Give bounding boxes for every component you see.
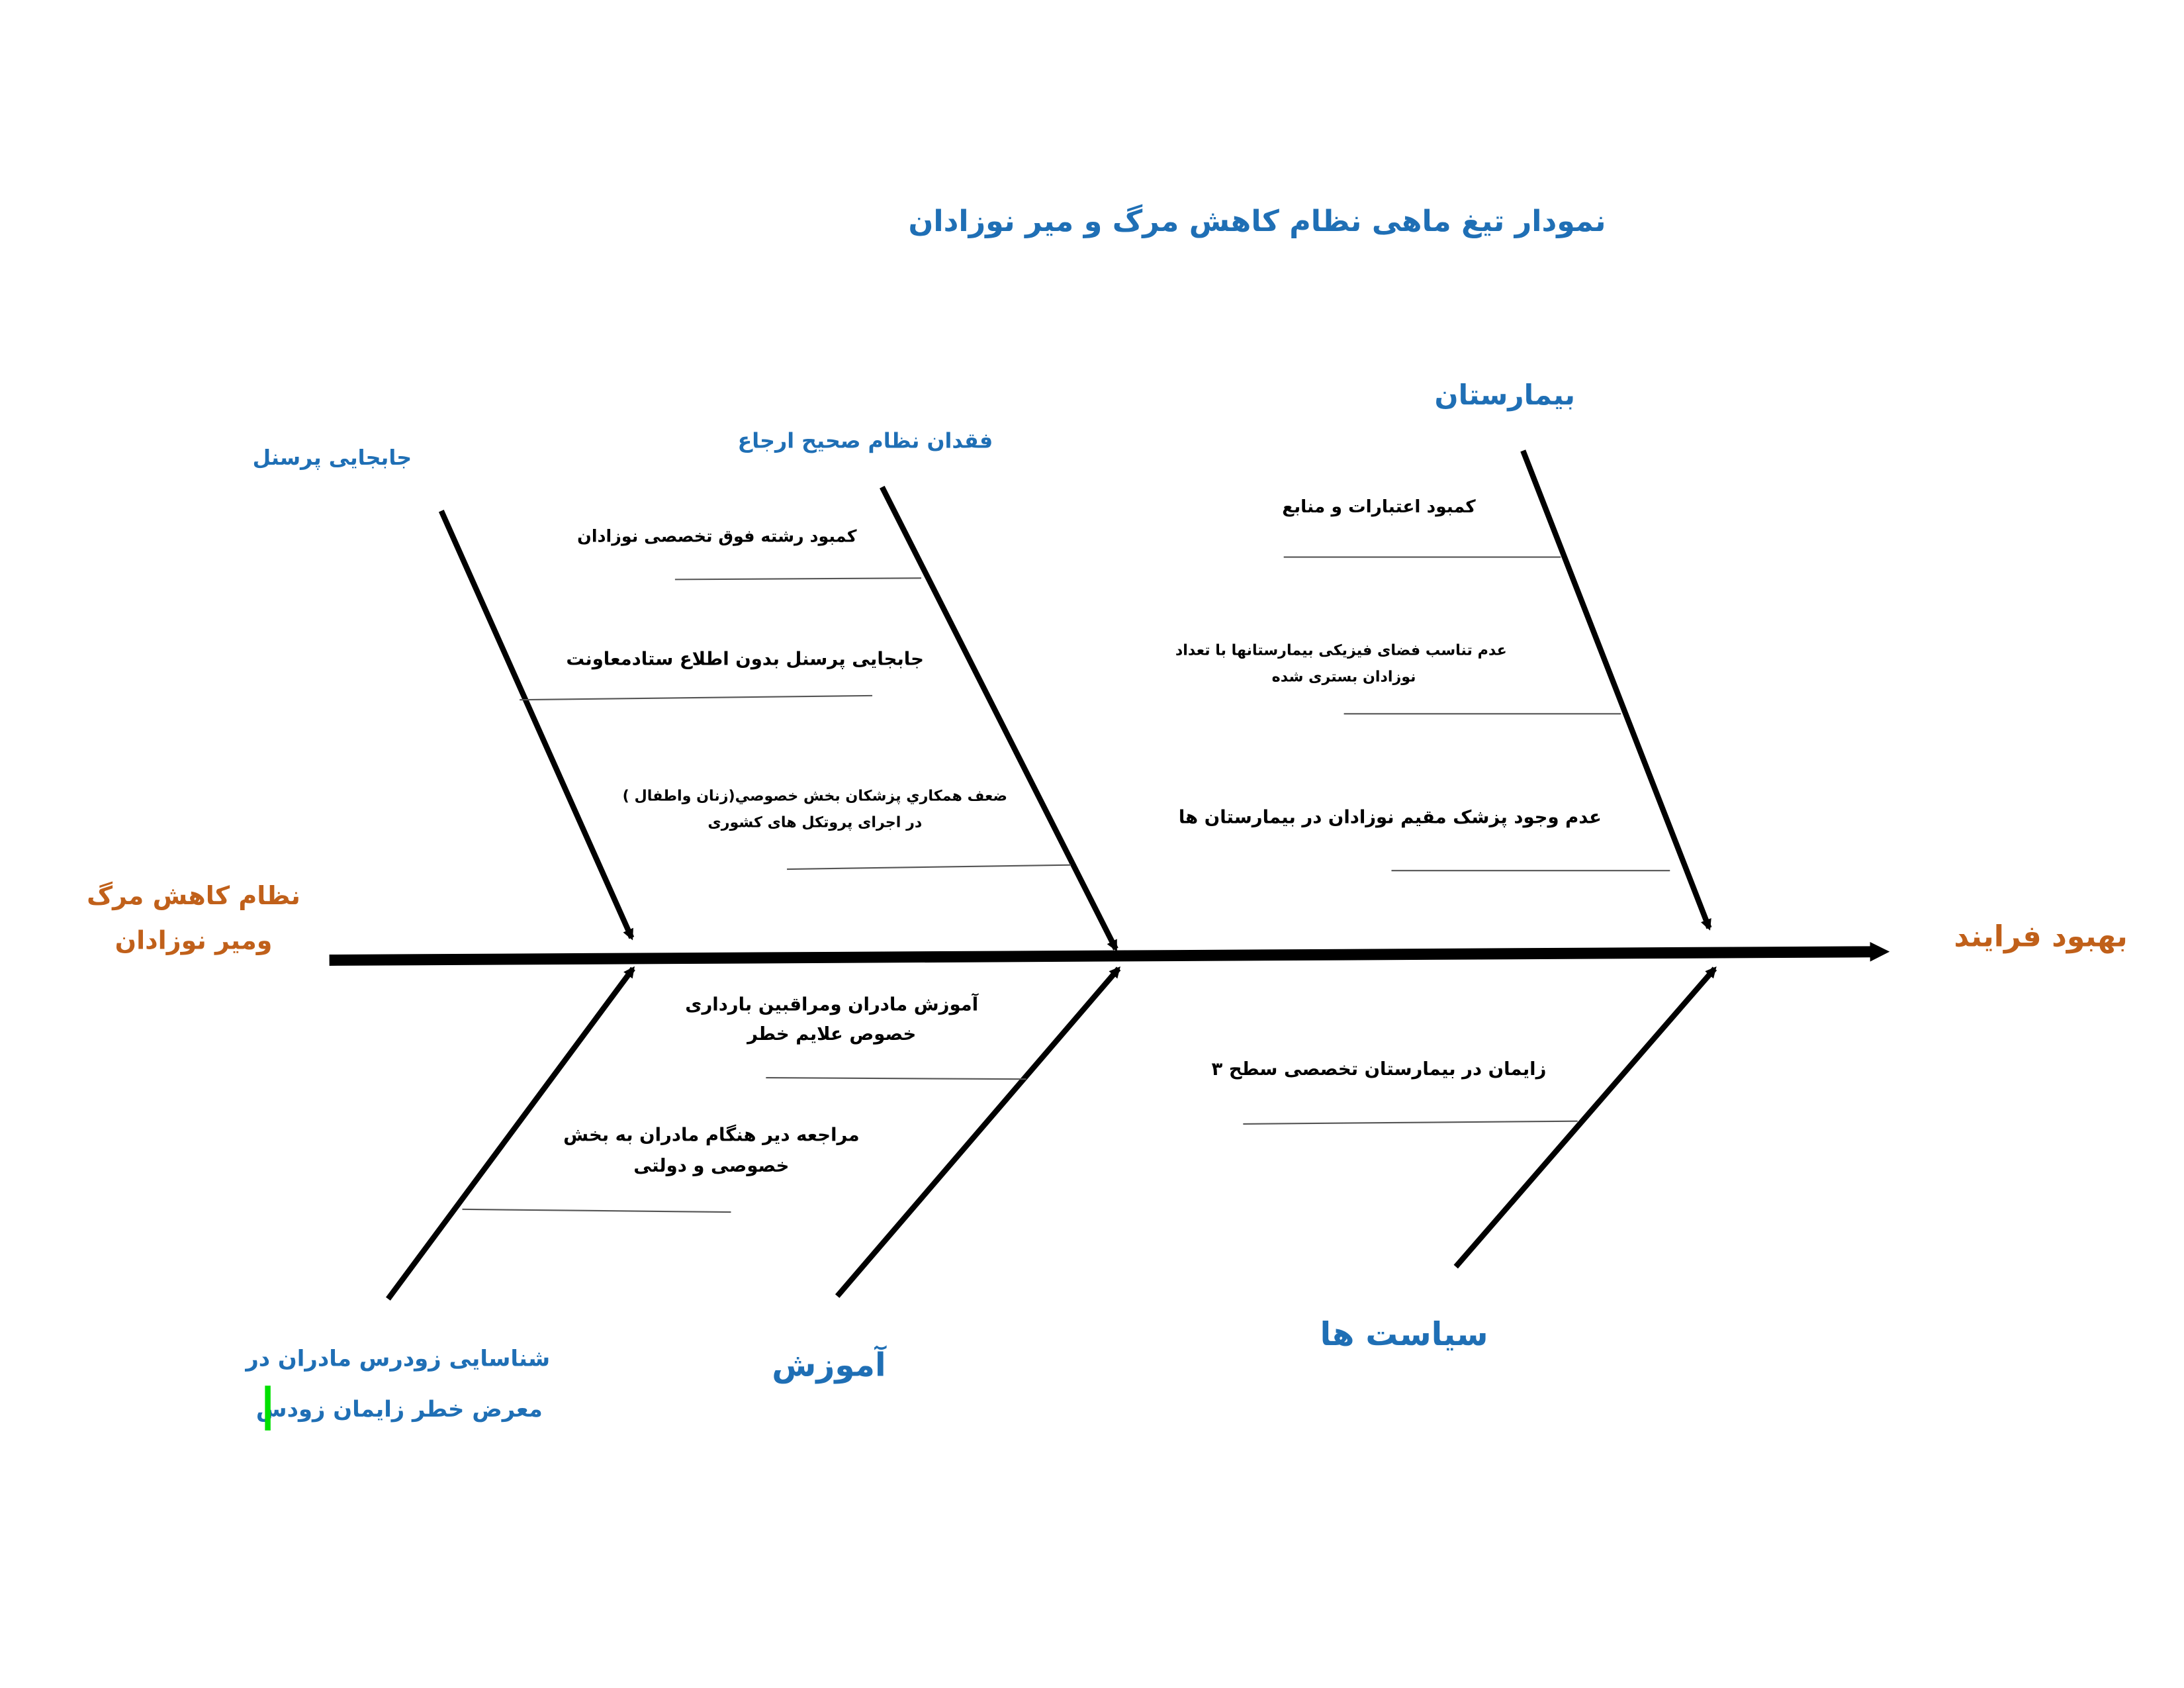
diagram-title: نمودار تیغ ماهی نظام کاهش مرگ و میر نوزا… <box>908 204 1606 238</box>
cause: عدم تناسب فضای فیزیکی بیمارستانها با تعد… <box>1175 642 1507 659</box>
cause: کمبود اعتبارات و منابع <box>1282 496 1476 517</box>
cause: خصوص علایم خطر <box>746 1023 916 1045</box>
category-screening-line2: معرض خطر زایمان زودس <box>256 1396 543 1423</box>
cause: خصوصی و دولتی <box>633 1155 789 1176</box>
cause: مراجعه دیر هنگام مادران به بخش <box>563 1124 859 1145</box>
category-hospital: بیمارستان <box>1435 379 1575 411</box>
cause: زایمان در بیمارستان تخصصی سطح ۳ <box>1212 1058 1547 1080</box>
cause: ضعف همکاري پزشكان بخش خصوصي(زنان واطفال … <box>623 787 1007 804</box>
cause: نوزادان بستری شده <box>1272 669 1416 686</box>
spine <box>329 942 1890 966</box>
category-referral: فقدان نظام صحیح ارجاع <box>738 430 993 453</box>
cause: در اجرای پروتکل های کشوری <box>707 814 922 831</box>
category-screening-line1: شناسایی زودرس مادران در <box>244 1346 550 1372</box>
category-education: آموزش <box>772 1344 887 1383</box>
bone-personnel <box>438 510 635 941</box>
bone-policies <box>1453 966 1717 1269</box>
tail-label-line2: ومیر نوزادان <box>115 926 273 956</box>
cause: جابجایی پرسنل بدون اطلاع ستادمعاونت <box>566 648 924 669</box>
category-personnel: جابجایی پرسنل <box>253 446 412 470</box>
sub-cause-lines <box>462 556 1670 1213</box>
bone-screening <box>386 966 635 1301</box>
cause: آموزش مادران ومراقبین بارداری <box>685 994 978 1015</box>
effect-label: بهبود فرایند <box>1954 919 2128 953</box>
bone-education <box>835 966 1121 1298</box>
category-policies: سیاست ها <box>1320 1316 1488 1353</box>
tail-label-line1: نظام کاهش مرگ <box>87 881 300 911</box>
bone-referral <box>880 485 1118 952</box>
cause: عدم وجود پزشک مقیم نوزادان در بیمارستان … <box>1179 806 1602 827</box>
cause: کمبود رشته فوق تخصصی نوزادان <box>577 526 857 546</box>
bone-hospital <box>1520 449 1712 931</box>
text-cursor-marker <box>265 1385 271 1430</box>
